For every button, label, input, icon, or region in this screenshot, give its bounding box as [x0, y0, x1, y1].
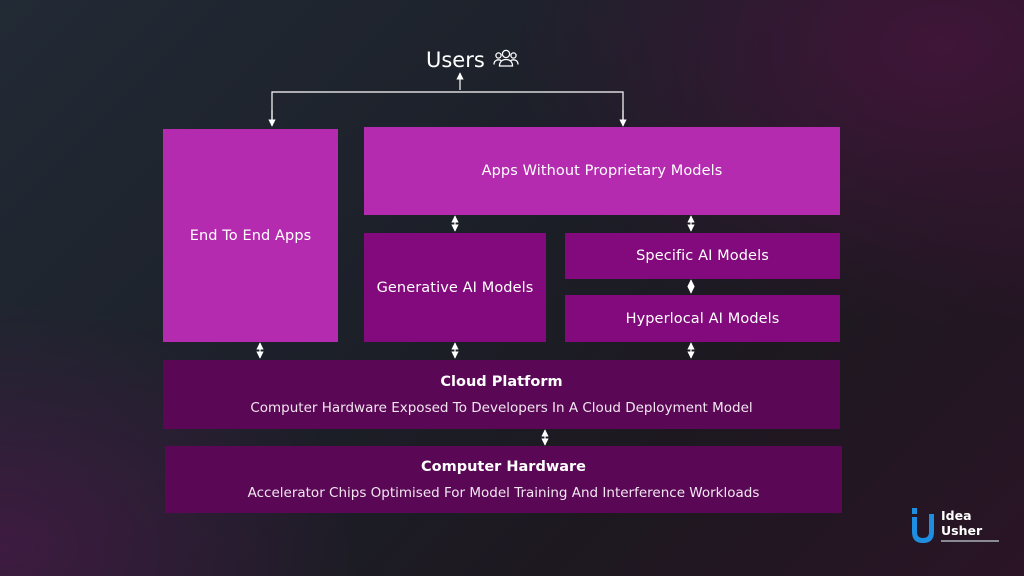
cloud-platform-title: Cloud Platform: [440, 373, 563, 390]
idea-usher-logo: Idea Usher: [910, 506, 1006, 546]
cloud-platform-description: Computer Hardware Exposed To Developers …: [250, 399, 753, 416]
logo-text-usher: Usher: [941, 523, 983, 538]
hyperlocal-ai-models-box: Hyperlocal AI Models: [565, 295, 840, 342]
computer-hardware-description: Accelerator Chips Optimised For Model Tr…: [247, 484, 760, 501]
users-node: Users: [426, 44, 519, 76]
logo-text-idea: Idea: [941, 508, 972, 523]
hyperlocal-ai-models-label: Hyperlocal AI Models: [625, 310, 780, 327]
users-branch-line: [271, 91, 624, 124]
logo-tagline-bar: [941, 540, 999, 542]
generative-ai-models-box: Generative AI Models: [364, 233, 546, 342]
end-to-end-apps-box: End To End Apps: [163, 129, 338, 342]
computer-hardware-title: Computer Hardware: [421, 458, 586, 475]
apps-without-proprietary-models-box: Apps Without Proprietary Models: [364, 127, 840, 215]
apps-without-proprietary-models-label: Apps Without Proprietary Models: [481, 163, 723, 179]
users-icon: [493, 47, 519, 73]
idea-usher-logo-icon: [912, 508, 934, 543]
generative-ai-models-label: Generative AI Models: [376, 279, 534, 296]
users-label: Users: [426, 48, 485, 72]
end-to-end-apps-label: End To End Apps: [189, 227, 312, 244]
specific-ai-models-label: Specific AI Models: [636, 248, 769, 264]
cloud-platform-box: Cloud Platform Computer Hardware Exposed…: [163, 360, 840, 429]
computer-hardware-box: Computer Hardware Accelerator Chips Opti…: [165, 446, 842, 513]
specific-ai-models-box: Specific AI Models: [565, 233, 840, 279]
